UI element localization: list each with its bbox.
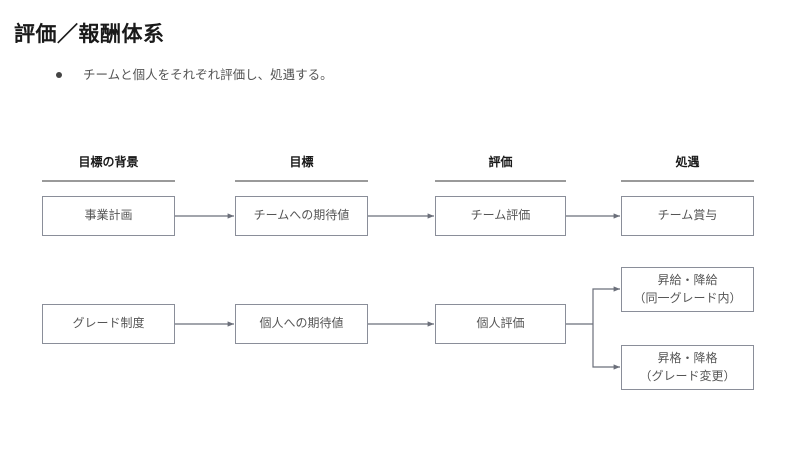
node-team-bonus-label: チーム賞与 — [657, 208, 718, 223]
node-team-bonus[interactable]: チーム賞与 — [621, 196, 754, 236]
column-header-evaluation: 評価 — [488, 155, 513, 169]
node-grade-system[interactable]: グレード制度 — [42, 304, 175, 344]
column-header-goal: 目標 — [289, 155, 314, 169]
node-grade-change-text: 昇格・降格 （グレード変更） — [639, 350, 735, 385]
column-rule-goal — [235, 180, 368, 182]
node-grade-change-label-line1: 昇格・降格 — [657, 351, 718, 366]
node-business-plan-label: 事業計画 — [84, 208, 133, 223]
node-pay-change-text: 昇給・降給 （同一グレード内） — [633, 272, 741, 307]
edge-individual-evaluation-to-pay-change — [592, 286, 620, 324]
node-team-expectation-label: チームへの期待値 — [253, 208, 350, 223]
node-grade-change[interactable]: 昇格・降格 （グレード変更） — [621, 345, 754, 390]
node-grade-change-label-line2: （グレード変更） — [639, 368, 736, 383]
bullet-item-label: チームと個人をそれぞれ評価し、処遇する。 — [83, 68, 333, 82]
node-individual-expectation[interactable]: 個人への期待値 — [235, 304, 368, 344]
node-pay-change[interactable]: 昇給・降給 （同一グレード内） — [621, 267, 754, 312]
node-team-evaluation-label: チーム評価 — [470, 208, 531, 223]
column-header-background: 目標の背景 — [78, 155, 139, 169]
node-individual-evaluation-label: 個人評価 — [476, 316, 525, 331]
node-business-plan[interactable]: 事業計画 — [42, 196, 175, 236]
column-rule-evaluation — [435, 180, 566, 182]
node-individual-expectation-label: 個人への期待値 — [259, 316, 344, 331]
edge-individual-evaluation-to-grade-change — [592, 324, 620, 370]
column-header-treatment: 処遇 — [675, 155, 700, 169]
column-rule-background — [42, 180, 175, 182]
bullet-dot-icon — [56, 72, 62, 79]
page-title: 評価／報酬体系 — [14, 23, 165, 46]
node-individual-evaluation[interactable]: 個人評価 — [435, 304, 566, 344]
bullet-item: チームと個人をそれぞれ評価し、処遇する。 — [56, 69, 333, 82]
node-pay-change-label-line2: （同一グレード内） — [633, 290, 742, 305]
node-team-evaluation[interactable]: チーム評価 — [435, 196, 566, 236]
node-grade-system-label: グレード制度 — [72, 316, 145, 331]
column-rule-treatment — [621, 180, 754, 182]
node-team-expectation[interactable]: チームへの期待値 — [235, 196, 368, 236]
node-pay-change-label-line1: 昇給・降給 — [657, 273, 718, 288]
